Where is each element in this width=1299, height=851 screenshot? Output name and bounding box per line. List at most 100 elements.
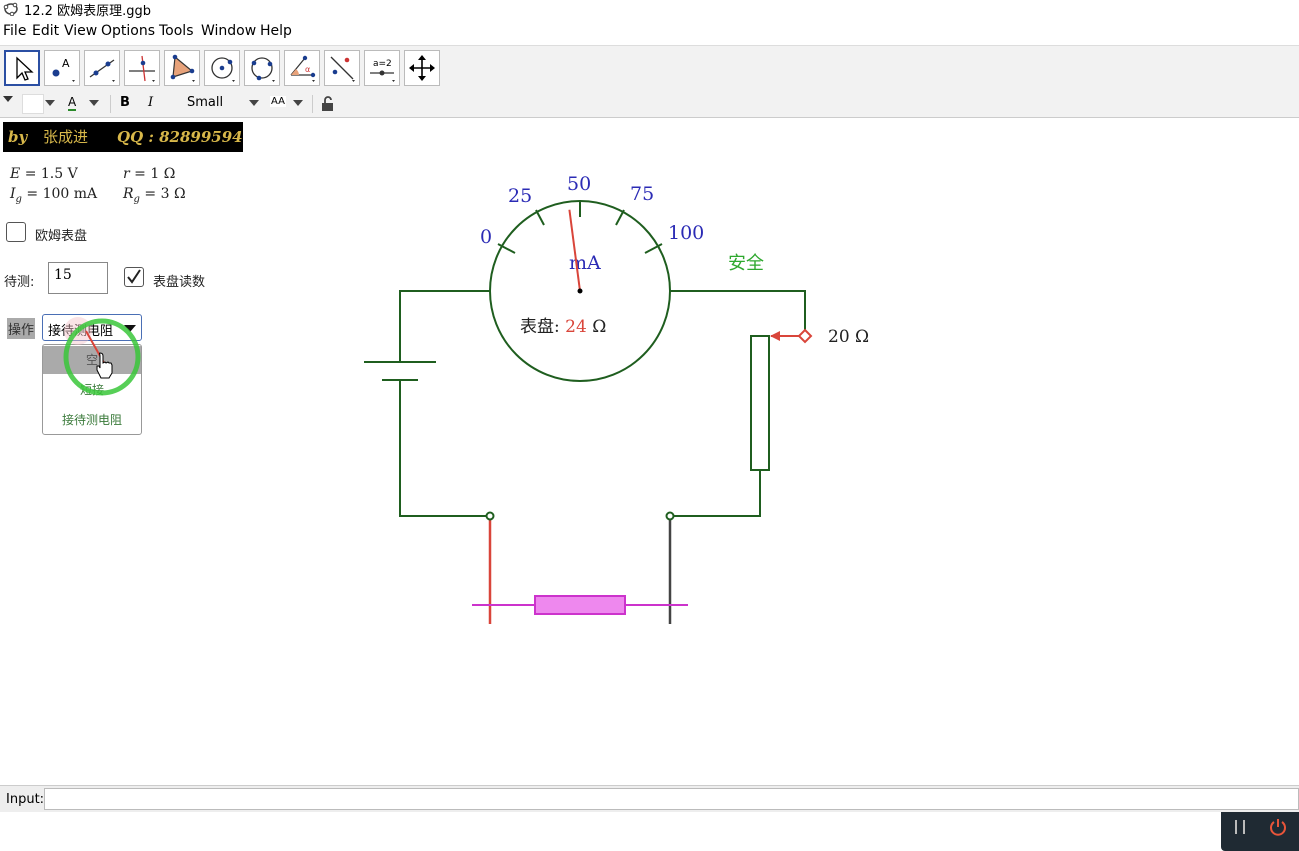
- line-tool[interactable]: [84, 50, 120, 86]
- scale-label-50: 50: [567, 173, 591, 195]
- separator: [312, 95, 313, 113]
- param-meter-resistance: Rg = 3 Ω: [123, 186, 186, 205]
- text-size-button[interactable]: AA: [270, 96, 286, 107]
- rheostat-slider[interactable]: [770, 328, 813, 344]
- circle-tool[interactable]: [204, 50, 240, 86]
- perpendicular-icon: [129, 55, 155, 82]
- operation-option-connect[interactable]: 接待测电阻: [61, 413, 122, 427]
- svg-text:α: α: [305, 65, 310, 74]
- geogebra-app-icon: [3, 2, 18, 16]
- measure-input[interactable]: 15: [48, 262, 108, 294]
- menu-options[interactable]: Options: [101, 23, 156, 39]
- param-internal-resistance: r = 1 Ω: [123, 166, 176, 182]
- slider-tool[interactable]: a=2: [364, 50, 400, 86]
- dropdown-arrow-icon: [124, 325, 136, 332]
- circle-three-points-icon: [251, 57, 275, 82]
- style-bar: A B I Small AA: [0, 90, 1299, 118]
- measure-label: 待测:: [4, 275, 35, 290]
- rheostat-value: 20 Ω: [828, 327, 869, 347]
- battery: [364, 361, 436, 381]
- menu-help[interactable]: Help: [260, 23, 292, 39]
- reflect-line-icon: [330, 56, 355, 82]
- scale-label-75: 75: [630, 183, 654, 205]
- param-emf: E = 1.5 V: [10, 166, 78, 182]
- operation-selected-value: 接待测电阻: [48, 324, 114, 339]
- background-color-swatch[interactable]: [22, 94, 44, 114]
- graphics-view[interactable]: by 张成进 QQ : 82899594 E = 1.5 V r = 1 Ω I…: [0, 118, 1299, 851]
- menu-tools[interactable]: Tools: [159, 23, 194, 39]
- circuit-wires: [399, 290, 806, 517]
- click-indicator: [63, 317, 141, 396]
- separator: [110, 95, 111, 113]
- credit-author: 张成进: [43, 128, 89, 146]
- ohmmeter-circuit-diagram: 0 25 50 75 100 mA 表盘: 24 Ω 安全 20 Ω: [364, 173, 869, 624]
- bold-button[interactable]: B: [120, 95, 130, 110]
- reflect-tool[interactable]: [324, 50, 360, 86]
- menu-window[interactable]: Window: [201, 23, 257, 39]
- menu-view[interactable]: View: [64, 23, 98, 39]
- author-credit-banner: by 张成进 QQ : 82899594: [3, 122, 243, 152]
- title-bar: 12.2 欧姆表原理.ggb: [0, 0, 1299, 20]
- toggle-style-bar-icon[interactable]: [2, 95, 14, 103]
- cursor-arrow-icon: [16, 56, 34, 81]
- operation-option-open[interactable]: 空: [43, 346, 141, 374]
- line-icon: [89, 59, 115, 82]
- ohm-dial-checkbox[interactable]: [6, 222, 26, 242]
- meter-unit: mA: [569, 252, 601, 274]
- slider-icon: a=2: [370, 59, 395, 82]
- perpendicular-line-tool[interactable]: [124, 50, 160, 86]
- move-graphics-view-tool[interactable]: [404, 50, 440, 86]
- window-title: 12.2 欧姆表原理.ggb: [24, 4, 151, 19]
- operation-label: 操作: [7, 318, 36, 339]
- triangle-icon: [170, 54, 195, 82]
- credit-qq: QQ : 82899594: [117, 128, 243, 146]
- unlock-icon[interactable]: [320, 95, 336, 112]
- move-tool[interactable]: [4, 50, 40, 86]
- meter-needle: [568, 209, 581, 292]
- scale-label-100: 100: [668, 222, 704, 244]
- chevron-down-icon[interactable]: [88, 99, 100, 107]
- checkmark-icon: [127, 269, 141, 284]
- menu-bar: File Edit View Options Tools Window Help: [0, 22, 1299, 42]
- menu-file[interactable]: File: [3, 23, 27, 39]
- resistor-under-test: [534, 595, 626, 615]
- input-field[interactable]: [44, 788, 1299, 810]
- hand-pointer-cursor-icon: [96, 352, 113, 379]
- polygon-tool[interactable]: [164, 50, 200, 86]
- needle-pivot: [577, 288, 583, 294]
- italic-button[interactable]: I: [148, 95, 154, 110]
- scale-label-0: 0: [480, 226, 492, 248]
- power-icon[interactable]: [1268, 817, 1288, 837]
- svg-text:a=2: a=2: [373, 59, 392, 69]
- chevron-down-icon[interactable]: [292, 99, 304, 107]
- dial-reading-label: 表盘读数: [153, 275, 206, 290]
- safety-status: 安全: [728, 253, 764, 274]
- font-size-select[interactable]: Small: [187, 95, 224, 110]
- angle-icon: α: [290, 55, 316, 82]
- ohm-dial-label: 欧姆表盘: [35, 229, 88, 244]
- svg-text:A: A: [62, 57, 70, 70]
- move-cross-arrows-icon: [409, 55, 435, 81]
- dial-readout: 表盘: 24 Ω: [520, 317, 606, 337]
- pause-icon[interactable]: [1233, 819, 1247, 835]
- menu-edit[interactable]: Edit: [32, 23, 60, 39]
- param-full-scale-current: Ig = 100 mA: [10, 186, 98, 205]
- rheostat: [750, 335, 770, 471]
- circle-center-icon: [211, 57, 235, 82]
- point-icon: A: [52, 57, 75, 82]
- credit-by: by: [8, 128, 28, 146]
- input-bar: Input:: [0, 785, 1299, 812]
- dial-reading-checkbox[interactable]: [124, 267, 144, 287]
- black-terminal: [665, 511, 675, 521]
- angle-tool[interactable]: α: [284, 50, 320, 86]
- tool-bar: A α a=2: [0, 45, 1299, 91]
- scale-label-25: 25: [508, 185, 532, 207]
- text-color-button[interactable]: A: [68, 95, 77, 111]
- red-terminal: [485, 511, 495, 521]
- meter-ticks: [497, 201, 663, 254]
- input-label: Input:: [6, 792, 45, 807]
- point-tool[interactable]: A: [44, 50, 80, 86]
- conic-tool[interactable]: [244, 50, 280, 86]
- chevron-down-icon[interactable]: [44, 99, 56, 107]
- chevron-down-icon[interactable]: [248, 99, 260, 107]
